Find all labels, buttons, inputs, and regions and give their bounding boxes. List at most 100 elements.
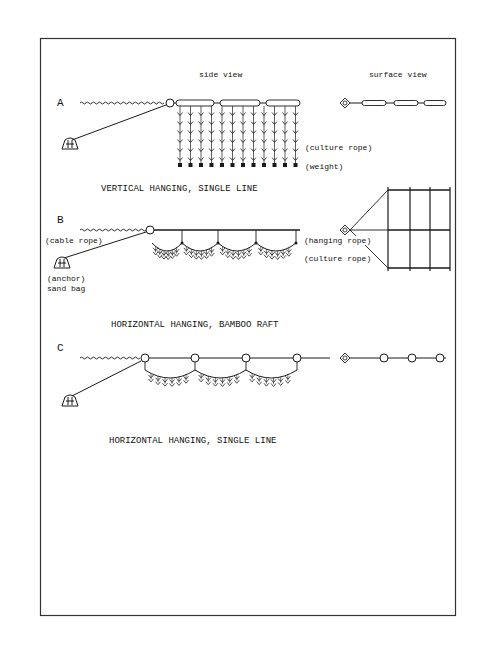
oyster-cluster xyxy=(220,140,225,143)
oyster-cluster xyxy=(209,149,214,152)
anchor-sandbag xyxy=(54,257,70,268)
oyster-cluster xyxy=(227,382,232,385)
hanging-rope xyxy=(297,362,298,370)
oyster-cluster xyxy=(278,382,283,385)
buoy-surface xyxy=(340,98,350,108)
oyster-cluster xyxy=(283,131,288,134)
panel-letter: C xyxy=(56,342,65,354)
hanging-rope xyxy=(296,230,297,242)
oyster-cluster xyxy=(231,256,236,259)
oyster-cluster xyxy=(262,140,267,143)
oyster-cluster xyxy=(213,379,218,382)
buoy xyxy=(166,99,174,107)
oyster-cluster xyxy=(149,379,154,382)
bamboo-float xyxy=(220,100,260,106)
oyster-cluster xyxy=(199,113,204,116)
weight xyxy=(189,163,193,167)
oyster-cluster xyxy=(241,158,246,161)
oyster-cluster xyxy=(262,113,267,116)
oyster-cluster xyxy=(272,131,277,134)
oyster-cluster xyxy=(250,375,255,378)
culture-rope xyxy=(182,243,218,251)
oyster-cluster xyxy=(236,252,241,255)
oyster-cluster xyxy=(293,149,298,152)
buoy xyxy=(408,354,416,362)
hanging-rope xyxy=(195,362,196,370)
oyster-cluster xyxy=(177,378,182,381)
weight xyxy=(262,163,266,167)
bamboo-float-surface xyxy=(362,101,386,106)
hanging-rope xyxy=(246,362,247,370)
bamboo-crosspiece xyxy=(449,187,450,271)
oyster-cluster xyxy=(220,122,225,125)
water-surface xyxy=(80,102,164,104)
panel-caption: VERTICAL HANGING, SINGLE LINE xyxy=(100,184,259,194)
oyster-cluster xyxy=(286,249,291,252)
oyster-cluster xyxy=(199,149,204,152)
oyster-cluster xyxy=(166,252,171,255)
oyster-cluster xyxy=(184,248,189,251)
oyster-cluster xyxy=(251,113,256,116)
buoy-surface xyxy=(343,228,347,232)
oyster-cluster xyxy=(272,149,277,152)
oyster-cluster xyxy=(225,251,230,254)
oyster-cluster xyxy=(241,122,246,125)
oyster-cluster xyxy=(199,256,204,259)
oyster-cluster xyxy=(177,382,182,385)
buoy-surface xyxy=(340,353,350,363)
oyster-cluster xyxy=(189,255,194,258)
oyster-cluster xyxy=(230,140,235,143)
oyster-cluster xyxy=(220,149,225,152)
oyster-cluster xyxy=(272,140,277,143)
oyster-cluster xyxy=(209,253,214,256)
cable-rope xyxy=(72,361,141,396)
oyster-cluster xyxy=(241,251,246,254)
oyster-cluster xyxy=(293,158,298,161)
oyster-cluster xyxy=(174,253,179,256)
oyster-cluster xyxy=(188,140,193,143)
bamboo-float-surface xyxy=(424,101,446,106)
buoy-surface xyxy=(343,356,347,360)
oyster-cluster xyxy=(286,253,291,256)
buoy xyxy=(293,354,301,362)
oyster-cluster xyxy=(247,253,252,256)
culture-rope xyxy=(218,243,256,251)
oyster-cluster xyxy=(174,249,179,252)
culture-rope xyxy=(152,243,182,251)
oyster-cluster xyxy=(220,248,225,251)
part-label: sand bag xyxy=(46,284,86,293)
oyster-cluster xyxy=(231,252,236,255)
oyster-cluster xyxy=(199,122,204,125)
anchor-sandbag xyxy=(62,138,78,149)
oyster-cluster xyxy=(220,383,225,386)
oyster-cluster xyxy=(264,379,269,382)
buoy xyxy=(141,354,149,362)
oyster-cluster xyxy=(283,122,288,125)
oyster-cluster xyxy=(281,255,286,258)
oyster-cluster xyxy=(170,383,175,386)
oyster-cluster xyxy=(220,158,225,161)
oyster-cluster xyxy=(271,379,276,382)
oyster-cluster xyxy=(220,131,225,134)
part-label: (culture rope) xyxy=(303,254,372,263)
oyster-cluster xyxy=(264,383,269,386)
oyster-cluster xyxy=(250,379,255,382)
oyster-cluster xyxy=(258,248,263,251)
panel-caption: HORIZONTAL HANGING, BAMBOO RAFT xyxy=(110,320,279,330)
oyster-cluster xyxy=(264,255,269,258)
oyster-cluster xyxy=(262,149,267,152)
oyster-cluster xyxy=(184,376,189,379)
oyster-cluster xyxy=(199,158,204,161)
oyster-cluster xyxy=(271,383,276,386)
panel-letter: B xyxy=(56,214,65,226)
oyster-cluster xyxy=(247,249,252,252)
oyster-cluster xyxy=(241,255,246,258)
oyster-cluster xyxy=(213,383,218,386)
oyster-cluster xyxy=(184,380,189,383)
weight xyxy=(178,163,182,167)
water-surface xyxy=(80,357,140,359)
oyster-cluster xyxy=(194,256,199,259)
oyster-cluster xyxy=(209,122,214,125)
oyster-cluster xyxy=(230,113,235,116)
oyster-cluster xyxy=(281,251,286,254)
